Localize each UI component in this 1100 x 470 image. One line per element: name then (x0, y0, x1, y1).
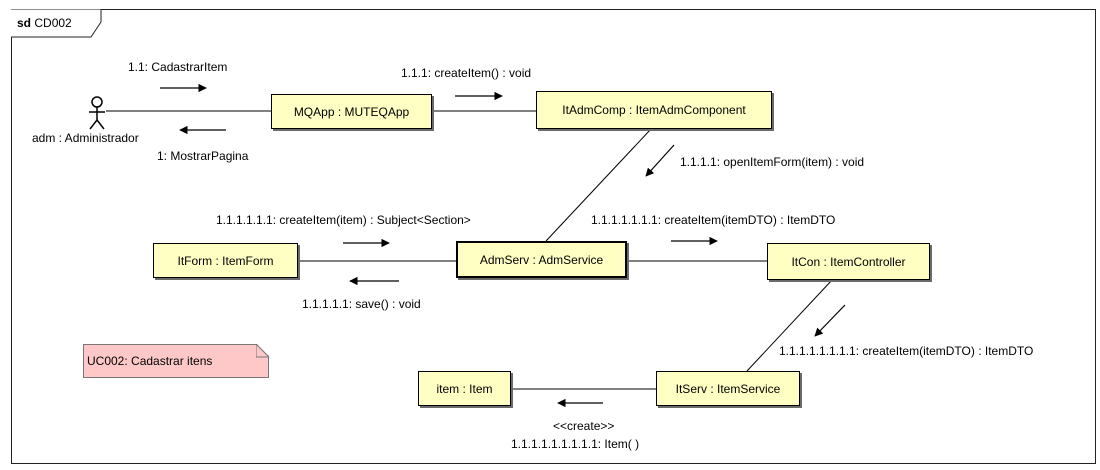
message-1-1-1-1: 1.1.1.1: openItemForm(item) : void (680, 155, 865, 169)
message-create: 1.1.1.1.1.1.1.1.1: Item( ) (511, 437, 640, 451)
frame-kind: sd (17, 16, 32, 30)
note-fold-icon (256, 344, 270, 358)
object-item[interactable]: item : Item (418, 371, 511, 406)
arrow-1-1-1-1 (645, 144, 675, 177)
message-ctrl: 1.1.1.1.1.1.1: createItem(itemDTO) : Ite… (591, 213, 836, 227)
object-itserv[interactable]: ItServ : ItemService (656, 371, 800, 406)
link-itadmcomp-admserv (545, 128, 652, 242)
frame-title: sd CD002 (17, 16, 72, 30)
object-itadmcomp[interactable]: ItAdmComp : ItemAdmComponent (536, 91, 772, 129)
message-serv: 1.1.1.1.1.1.1.1: createItem(itemDTO) : I… (779, 344, 1034, 358)
use-case-note[interactable]: UC002: Cadastrar itens (83, 344, 269, 378)
message-1-1: 1.1: CadastrarItem (128, 60, 228, 74)
arrow-serv (814, 304, 846, 337)
message-1-1-1-1-1-1: 1.1.1.1.1.1: createItem(item) : Subject<… (216, 213, 471, 227)
object-itform[interactable]: ItForm : ItemForm (153, 243, 298, 278)
actor-label: adm : Administrador (32, 131, 139, 145)
actor-icon (89, 96, 105, 130)
object-mqapp[interactable]: MQApp : MUTEQApp (271, 94, 432, 129)
object-itcon[interactable]: ItCon : ItemController (767, 243, 930, 280)
frame-name: CD002 (34, 16, 72, 30)
message-1-1-1: 1.1.1: createItem() : void (401, 66, 532, 80)
diagram-frame (11, 9, 1096, 464)
message-1: 1: MostrarPagina (157, 149, 249, 163)
note-text: UC002: Cadastrar itens (87, 354, 213, 368)
message-1-1-1-1-1: 1.1.1.1.1: save() : void (302, 297, 421, 311)
object-admserv[interactable]: AdmServ : AdmService (456, 241, 627, 278)
link-itcon-itserv (746, 279, 833, 372)
frame-tab (11, 9, 102, 38)
message-create-stereotype: <<create>> (553, 419, 615, 433)
